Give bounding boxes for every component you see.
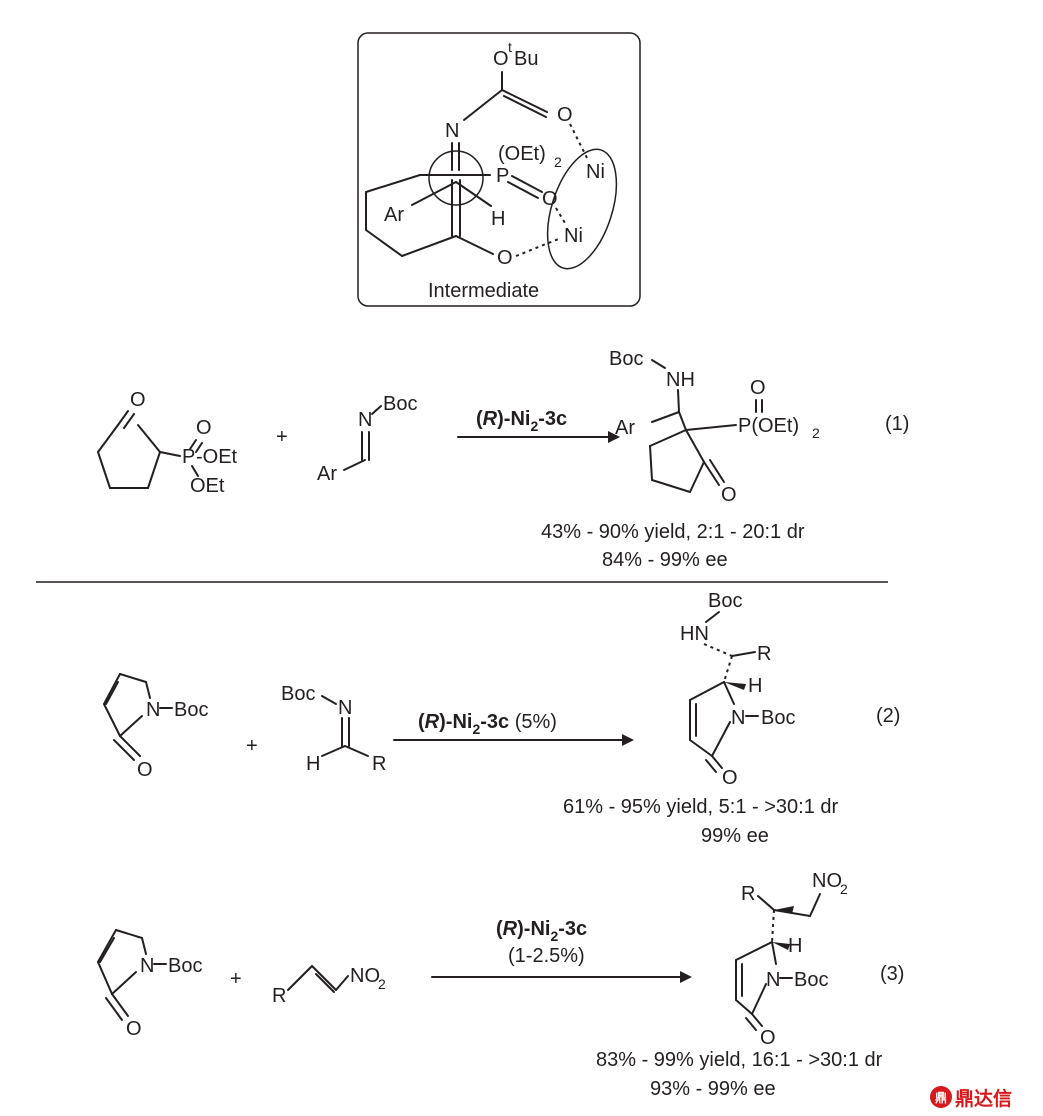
intermediate-bonds	[365, 71, 618, 270]
r1-sm1-o-p: O	[196, 417, 212, 439]
watermark-logo: 鼎 鼎达信	[930, 1082, 1038, 1112]
r3-loading: (1-2.5%)	[508, 945, 585, 967]
r3-sm1-n: N	[140, 955, 154, 977]
r3-sm1-o: O	[126, 1018, 142, 1040]
r1-number: (1)	[885, 413, 909, 435]
r3-p-no2-sub: 2	[840, 881, 848, 897]
r3-p-o: O	[760, 1027, 776, 1049]
r3-plus: +	[230, 968, 242, 990]
intermediate-n: N	[445, 120, 459, 142]
r2-sm1-n: N	[146, 699, 160, 721]
intermediate-ni-bottom: Ni	[564, 225, 583, 247]
r1-yield: 43% - 90% yield, 2:1 - 20:1 dr	[541, 521, 805, 543]
r2-p-boc: Boc	[761, 707, 795, 729]
r2-p-boc-top: Boc	[708, 590, 742, 612]
intermediate-enolate-o: O	[497, 247, 513, 269]
r1-sm1-oet2: OEt	[190, 475, 225, 497]
r1-p-boc: Boc	[609, 348, 643, 370]
r2-ee: 99% ee	[701, 825, 769, 847]
r2-p-hn: HN	[680, 623, 709, 645]
r3-yield: 83% - 99% yield, 16:1 - >30:1 dr	[596, 1049, 883, 1071]
reaction-3-nitroalkene: R NO 2	[272, 965, 386, 1007]
r3-sm2-r: R	[272, 985, 286, 1007]
reaction-1-product: Boc NH Ar O P(OEt) 2 O	[609, 348, 820, 506]
r3-sm1-boc: Boc	[168, 955, 202, 977]
r3-sm2-no2-sub: 2	[378, 976, 386, 992]
r3-p-h: H	[788, 935, 802, 957]
intermediate-ar: Ar	[384, 204, 404, 226]
r1-p-o-k: O	[721, 484, 737, 506]
r1-catalyst: (R)-Ni2-3c	[476, 408, 567, 434]
r2-plus: +	[246, 735, 258, 757]
r1-p-nh: NH	[666, 369, 695, 391]
r1-sm1-o: O	[130, 389, 146, 411]
watermark-icon: 鼎	[930, 1086, 952, 1108]
reaction-1-arrow	[457, 431, 620, 443]
intermediate-oet2: (OEt)	[498, 143, 546, 165]
r1-p-p: P(OEt)	[738, 415, 799, 437]
r1-ee: 84% - 99% ee	[602, 549, 728, 571]
reaction-1: O O P -OEt OEt + N Boc Ar	[97, 348, 909, 571]
r2-sm2-r: R	[372, 753, 386, 775]
intermediate-phos-o: O	[542, 188, 558, 210]
intermediate-ni-top: Ni	[586, 161, 605, 183]
reaction-2-imine: Boc N H R	[281, 683, 386, 775]
r1-sm1-p: P	[182, 446, 195, 468]
reaction-2-arrow	[393, 734, 634, 746]
reaction-3-product: R NO 2 H N Boc O	[735, 870, 848, 1049]
reaction-2-lactam: N Boc O	[103, 673, 208, 781]
r1-sm2-n: N	[358, 409, 372, 431]
r3-p-no2: NO	[812, 870, 842, 892]
r2-sm1-o: O	[137, 759, 153, 781]
r2-sm2-boc: Boc	[281, 683, 315, 705]
reaction-3: N Boc O + R NO 2 (R)-Ni2-3c	[97, 870, 904, 1100]
r2-catalyst: (R)-Ni2-3c (5%)	[418, 711, 557, 737]
r2-p-h: H	[748, 675, 762, 697]
r2-sm2-h: H	[306, 753, 320, 775]
r2-p-o: O	[722, 767, 738, 789]
r3-catalyst: (R)-Ni2-3c	[496, 918, 587, 944]
intermediate-carbonyl-o: O	[557, 104, 573, 126]
r1-plus: +	[276, 426, 288, 448]
r3-number: (3)	[880, 963, 904, 985]
r2-number: (2)	[876, 705, 900, 727]
r2-p-n: N	[731, 707, 745, 729]
r1-p-p-sub: 2	[812, 425, 820, 441]
r1-p-ar: Ar	[615, 417, 635, 439]
intermediate-otbu-o: O	[493, 48, 509, 70]
reaction-1-ketophosphonate: O O P -OEt OEt	[97, 389, 238, 497]
r3-p-r: R	[741, 883, 755, 905]
r3-p-boc: Boc	[794, 969, 828, 991]
reaction-3-arrow	[431, 971, 692, 983]
intermediate-otbu-bu: Bu	[514, 48, 538, 70]
r2-yield: 61% - 95% yield, 5:1 - >30:1 dr	[563, 796, 838, 818]
r3-p-n: N	[766, 969, 780, 991]
intermediate-oet2-sub: 2	[554, 154, 562, 170]
r1-sm2-boc: Boc	[383, 393, 417, 415]
r1-sm1-oet1: -OEt	[196, 446, 238, 468]
r1-p-o-p: O	[750, 377, 766, 399]
r1-sm2-ar: Ar	[317, 463, 337, 485]
r3-sm2-no2: NO	[350, 965, 380, 987]
reaction-2: N Boc O + Boc N H R	[103, 590, 900, 847]
intermediate-h: H	[491, 208, 505, 230]
r2-sm2-n: N	[338, 697, 352, 719]
r2-sm1-boc: Boc	[174, 699, 208, 721]
r2-p-r: R	[757, 643, 771, 665]
reaction-3-lactam: N Boc O	[97, 929, 202, 1040]
r3-ee: 93% - 99% ee	[650, 1078, 776, 1100]
intermediate-frame	[357, 32, 641, 307]
watermark-text: 鼎达信	[955, 1087, 1013, 1110]
reaction-1-imine: N Boc Ar	[317, 393, 417, 485]
intermediate-panel: O t Bu O N (OEt) 2 P Ni O Ar H Ni O Inte…	[357, 32, 641, 307]
intermediate-p: P	[496, 165, 509, 187]
reaction-2-product: Boc HN R H N Boc O	[680, 590, 795, 789]
intermediate-otbu-t: t	[508, 39, 512, 55]
intermediate-caption: Intermediate	[428, 280, 539, 302]
